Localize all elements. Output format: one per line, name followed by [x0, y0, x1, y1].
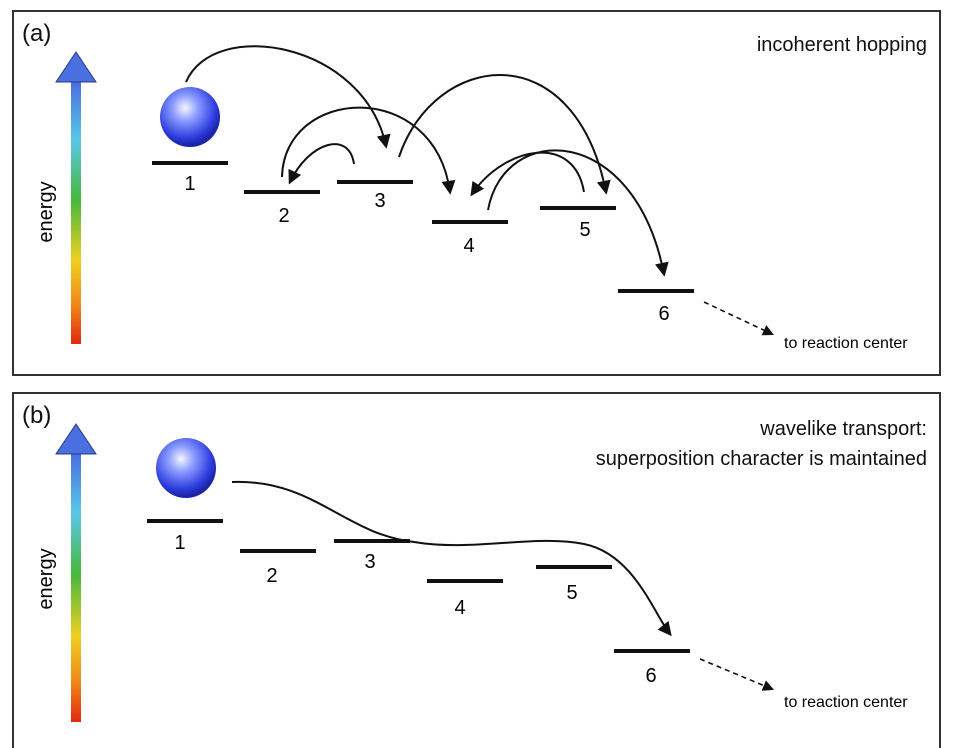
energy-gradient-bar	[71, 454, 81, 722]
exit-label: to reaction center	[784, 335, 908, 352]
exit-arrow	[699, 658, 775, 691]
panel-title: wavelike transport: superposition charac…	[596, 414, 927, 474]
energy-levels: 1 2 3 4 5 6	[152, 161, 694, 325]
excitation-particle	[156, 438, 216, 498]
hop-arrow-3-to-2	[288, 143, 355, 185]
level-label-6: 6	[645, 665, 656, 687]
hopping-arrows	[185, 45, 669, 277]
hop-arrow-5-to-4	[470, 151, 585, 197]
panel-wavelike-transport: (b) wavelike transport: superposition ch…	[12, 392, 941, 748]
level-label-6: 6	[658, 303, 669, 325]
panel-label: (b)	[22, 402, 52, 429]
exit-arrow	[703, 301, 775, 336]
exit-label: to reaction center	[784, 694, 908, 711]
wavelike-path-arrow	[231, 480, 672, 637]
energy-levels: 1 2 3 4 5 6	[147, 519, 690, 687]
level-label-3: 3	[364, 551, 375, 573]
level-label-5: 5	[566, 582, 577, 604]
panel-title-line: incoherent hopping	[756, 34, 927, 56]
level-label-1: 1	[184, 173, 195, 195]
level-label-1: 1	[174, 532, 185, 554]
panel-incoherent-hopping: (a) incoherent hopping energy 1 2 3 4 5 …	[12, 10, 941, 376]
hop-arrow-3-to-5	[398, 74, 611, 195]
level-label-2: 2	[278, 205, 289, 227]
level-label-3: 3	[374, 190, 385, 212]
level-label-4: 4	[463, 235, 474, 257]
energy-axis: energy	[35, 423, 97, 722]
panel-title-line: superposition character is maintained	[595, 448, 927, 470]
panel-label: (a)	[22, 20, 52, 47]
hop-arrow-2-to-4	[281, 106, 456, 195]
level-label-4: 4	[454, 597, 465, 619]
energy-axis: energy	[35, 51, 97, 344]
panel-title: incoherent hopping	[757, 30, 927, 60]
energy-arrowhead	[55, 423, 97, 455]
energy-label: energy	[35, 548, 57, 609]
energy-label: energy	[35, 181, 57, 242]
level-label-2: 2	[266, 565, 277, 587]
hopping-diagram: energy 1 2 3 4 5 6 to	[35, 45, 908, 352]
hop-arrow-4-to-6	[487, 149, 669, 277]
energy-arrowhead	[55, 51, 97, 83]
level-label-5: 5	[579, 219, 590, 241]
wavelike-diagram: energy 1 2 3 4 5 6 to reaction center	[35, 423, 908, 722]
energy-gradient-bar	[71, 82, 81, 344]
excitation-particle	[160, 87, 220, 147]
panel-title-line: wavelike transport:	[760, 418, 927, 440]
